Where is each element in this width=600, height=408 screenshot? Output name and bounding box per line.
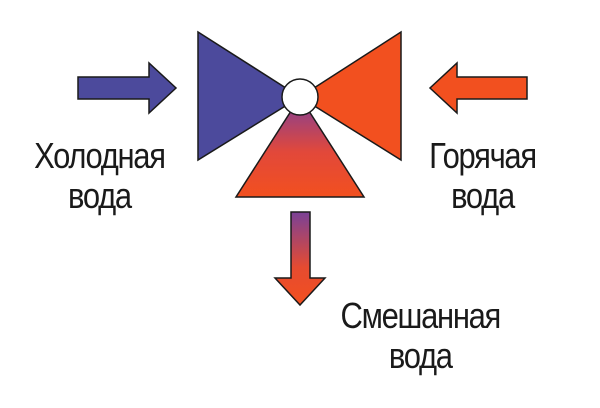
mixed-water-label-line1: Смешанная: [340, 295, 502, 336]
hot-water-label: Горячая вода: [418, 136, 547, 216]
valve-center-circle: [281, 78, 319, 116]
cold-water-label: Холодная вода: [22, 136, 177, 216]
cold-water-label-line1: Холодная: [34, 135, 166, 176]
mixed-water-label: Смешанная вода: [330, 296, 511, 376]
hot-inlet-arrow: [428, 61, 528, 115]
hot-water-label-line1: Горячая: [429, 135, 537, 176]
hot-water-label-line2: вода: [451, 175, 515, 216]
mixed-water-label-line2: вода: [388, 335, 453, 376]
hot-valve-triangle: [298, 30, 402, 162]
cold-water-label-line2: вода: [68, 175, 132, 216]
cold-valve-triangle: [197, 30, 302, 162]
mixed-outlet-arrow: [273, 211, 327, 307]
mixed-valve-triangle: [234, 95, 366, 198]
cold-inlet-arrow: [77, 61, 178, 115]
